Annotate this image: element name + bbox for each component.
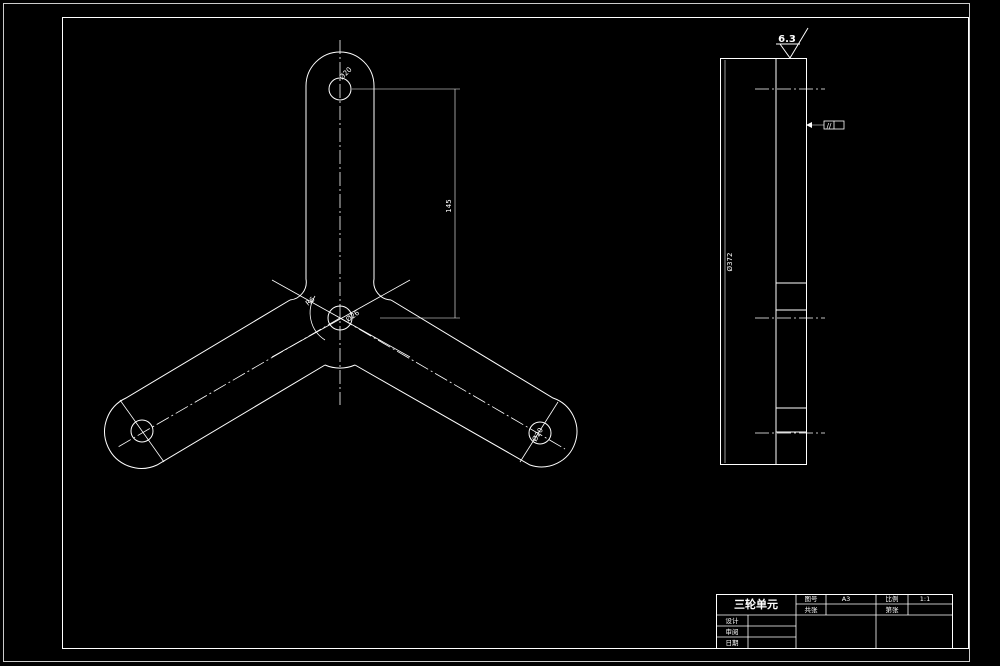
dim-text-right-hole: Ø20: [531, 427, 545, 443]
roughness-symbol: [779, 27, 809, 59]
left-arm-outline: [104, 299, 326, 469]
designer-label: 设计: [726, 616, 740, 625]
dim-text-center-hole: Ø26: [345, 309, 362, 324]
front-view: 145 Ø20 Ø26 R6 Ø20: [104, 40, 578, 469]
right-hole: [528, 421, 552, 445]
part-name: 三轮单元: [734, 597, 778, 611]
side-view: 6.3 // Ø372: [720, 27, 845, 465]
sheet-label: 第张: [886, 605, 900, 614]
tolerance-arrow: [806, 122, 812, 128]
right-arm-outline: [354, 299, 578, 468]
title-block-frame: [716, 594, 953, 649]
roughness-value: 6.3: [778, 34, 796, 45]
reviewer-label: 审阅: [726, 627, 739, 636]
top-arm-outline-left: [289, 86, 307, 301]
outer-border: [3, 3, 970, 662]
date-label: 日期: [726, 639, 740, 647]
dim-text-fillet: R6: [304, 295, 317, 307]
top-hole: [328, 77, 352, 101]
scale-value: 1:1: [920, 595, 930, 603]
drawing-no-label: 图号: [805, 595, 819, 603]
dim-text-145: 145: [445, 199, 453, 212]
inner-border: [62, 17, 969, 649]
hub-bottom-arc: [324, 364, 356, 369]
left-arm-centerline: [117, 317, 341, 448]
tolerance-symbol: //: [827, 122, 832, 130]
top-arm-outline: [305, 51, 392, 301]
drawing-no-value: A3: [842, 595, 851, 603]
right-arm-centerline: [339, 317, 566, 450]
side-body: [720, 58, 807, 465]
title-block: 三轮单元 图号 A3 比例 1:1 共张 第张 设计 审阅 日期: [716, 594, 953, 649]
scale-label: 比例: [886, 594, 899, 603]
left-hole: [130, 419, 154, 443]
right-hole-cross: [519, 401, 559, 463]
left-hole-cross: [119, 399, 165, 463]
hub-arc: [309, 295, 326, 341]
sheets-label: 共张: [805, 605, 819, 614]
center-cross-2: [271, 279, 411, 358]
dim-total-text: Ø372: [726, 253, 734, 272]
